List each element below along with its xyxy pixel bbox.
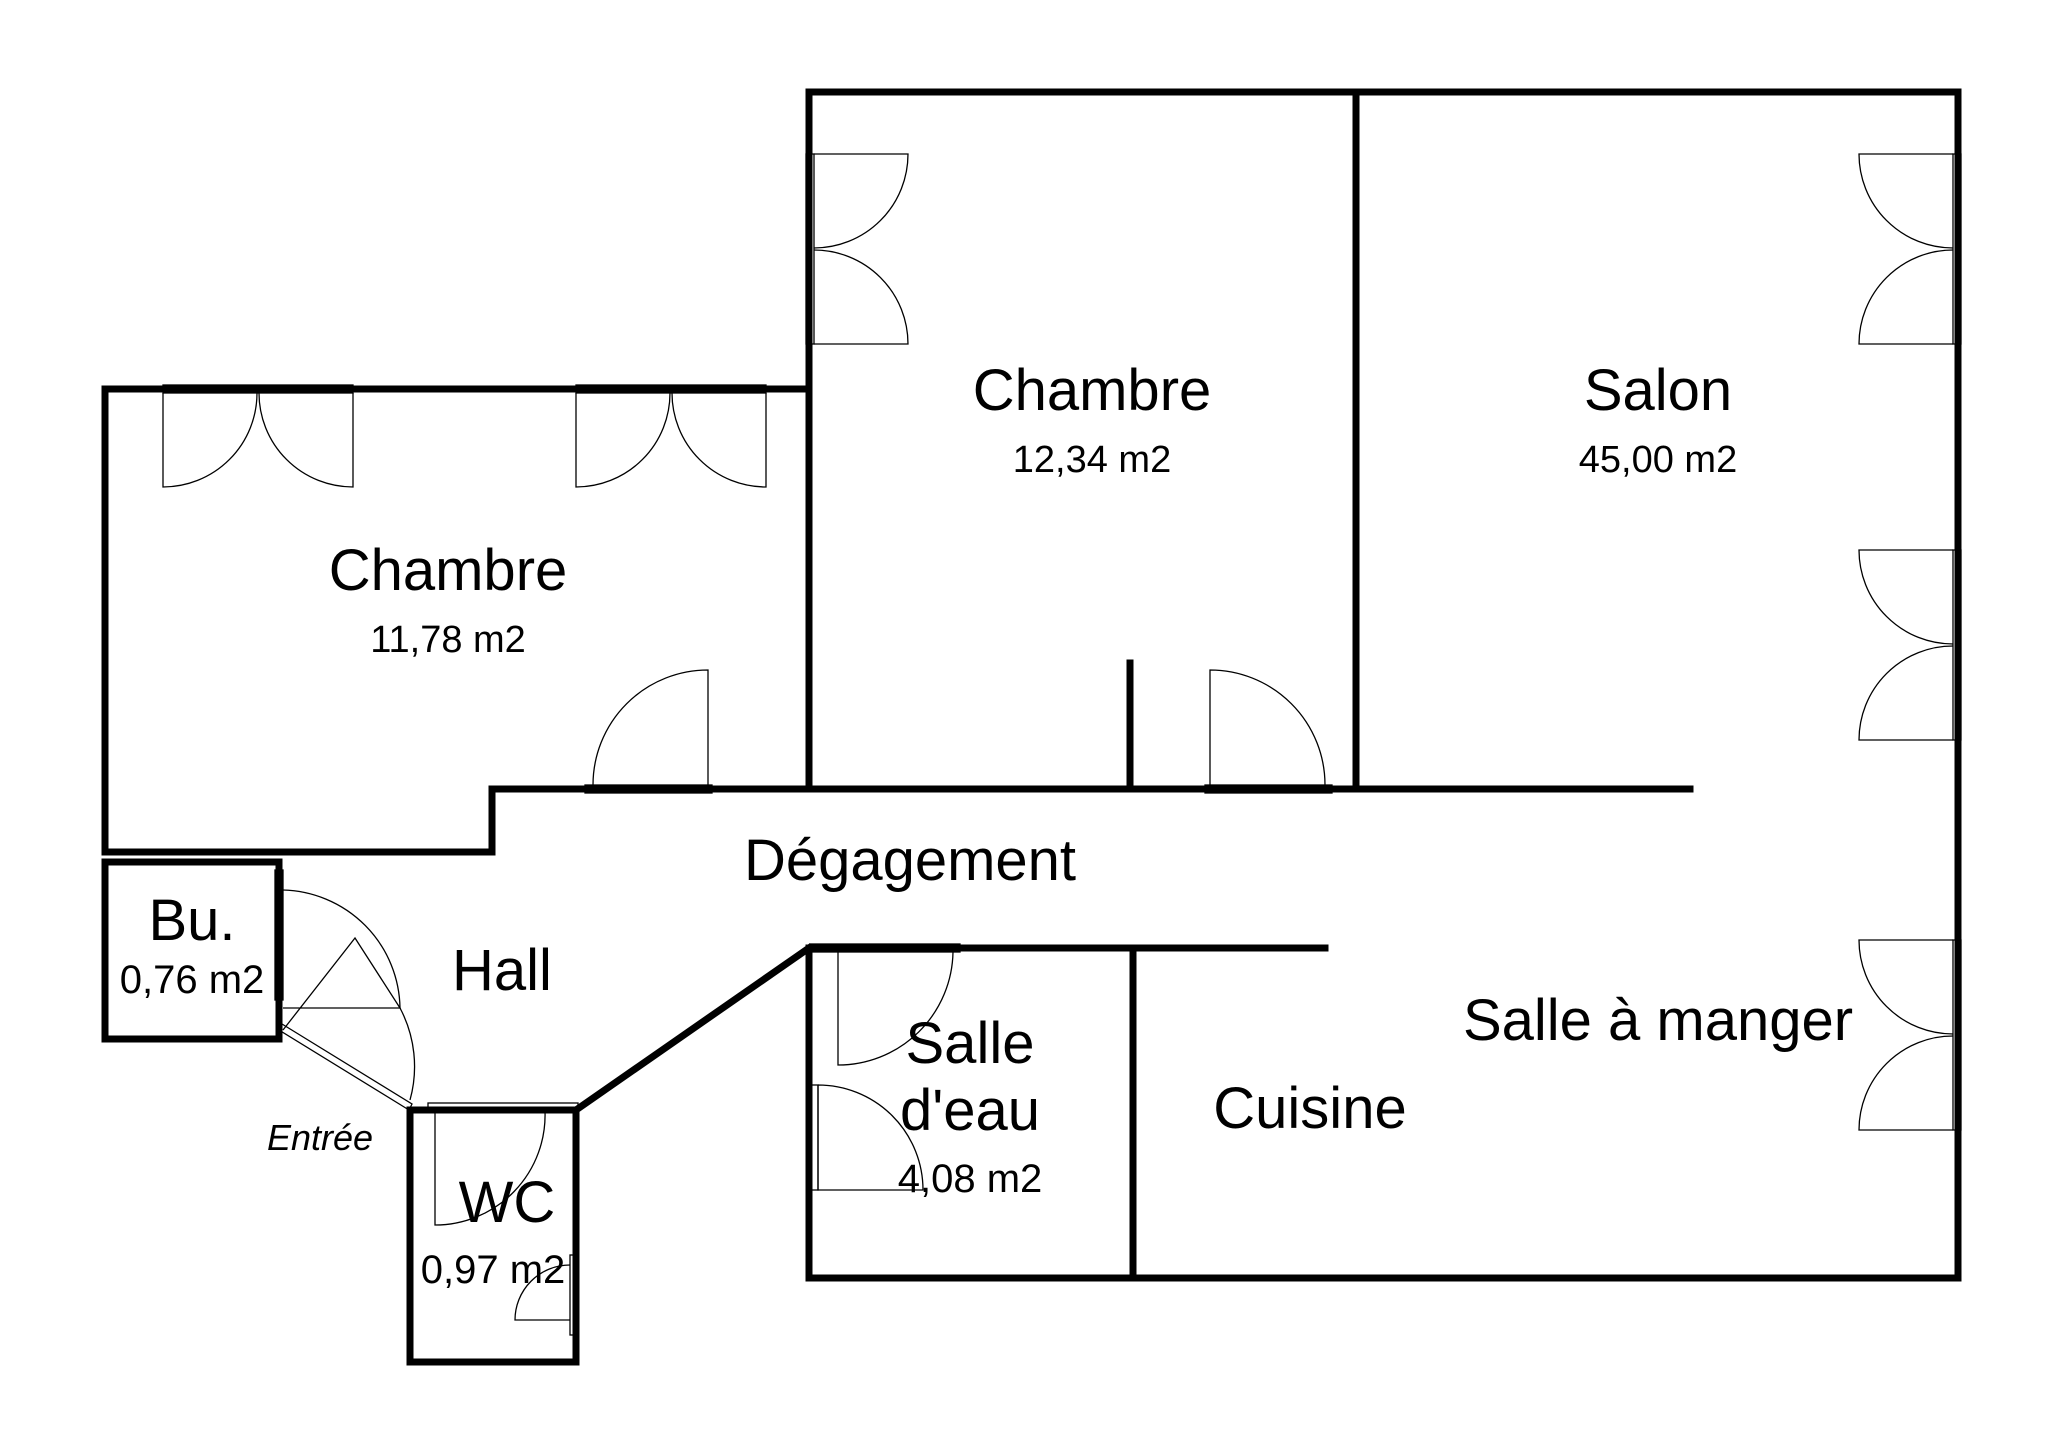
room-name-salle-deau-line2: d'eau [900,1078,1040,1143]
window-leaf [162,392,258,488]
room-area-chambre-1: 11,78 m2 [370,619,526,661]
room-name-salle-deau-line1: Salle [906,1011,1035,1076]
doors [162,153,1954,1321]
window-leaf [1858,939,1954,1035]
room-name-hall: Hall [452,938,552,1003]
window-leaf [813,249,909,345]
door-chambre2 [1209,669,1326,786]
room-area-salle-deau: 4,08 m2 [898,1157,1043,1201]
window-leaf [1858,153,1954,249]
door-frame-entree [278,1023,413,1111]
door-entree-arc [399,1007,416,1101]
room-name-bureau: Bu. [148,888,235,953]
window-leaf [1858,249,1954,345]
room-area-wc: 0,97 m2 [421,1248,566,1292]
door-bureau-arc [282,889,401,1009]
window-leaf [575,392,671,488]
room-area-chambre-2: 12,34 m2 [1013,439,1171,481]
door-wc-side [514,1264,571,1321]
door-bureau [282,936,402,1031]
window-leaf [1858,645,1954,741]
room-area-salon: 45,00 m2 [1579,439,1737,481]
window-leaf [1858,1035,1954,1131]
door-wc [434,1110,546,1226]
labels: Chambre 11,78 m2 Chambre 12,34 m2 Salon … [120,358,1853,1292]
door-chambre1 [592,669,709,786]
wall-wc [406,1106,580,1366]
wall-hall-diagonal [571,943,814,1115]
walls [101,88,1962,1366]
windows [162,153,1962,1336]
room-name-chambre-1: Chambre [329,538,568,603]
room-area-bureau: 0,76 m2 [120,958,265,1002]
window-leaf [671,392,767,488]
room-name-salon: Salon [1584,358,1732,423]
window-leaf [813,153,909,249]
entrance-label: Entrée [267,1117,373,1158]
room-name-cuisine: Cuisine [1213,1076,1406,1141]
room-name-degagement: Dégagement [744,828,1076,893]
room-name-salle-a-manger: Salle à manger [1463,988,1853,1053]
wall-bureau [101,858,283,1043]
room-name-wc: WC [459,1170,556,1235]
room-name-chambre-2: Chambre [973,358,1212,423]
window-leaf [1858,549,1954,645]
door-salle-deau [837,951,954,1066]
wall-chambre1-outer [101,385,1694,856]
door-salle-deau-side [817,1084,924,1191]
window-leaf [258,392,354,488]
